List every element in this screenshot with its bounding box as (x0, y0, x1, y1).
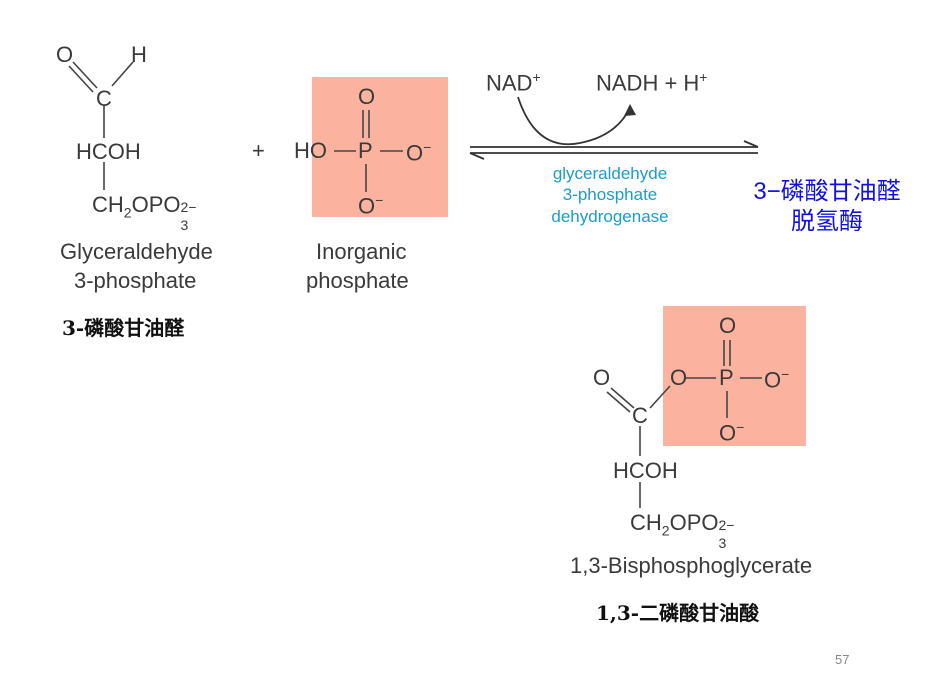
nad-plus: NAD+ (486, 69, 541, 96)
atom-o-minus: O− (406, 139, 432, 166)
cofactor-curved-arrow (517, 96, 631, 146)
atom-o: O (358, 84, 376, 109)
atom-o: O (593, 365, 611, 390)
atom-h: H (131, 42, 147, 67)
reactant1-chinese-name: 3-磷酸甘油醛 (62, 316, 185, 340)
atom-hcoh: HCOH (76, 139, 141, 164)
reactant1-name-line2: 3-phosphate (74, 268, 197, 293)
reactant1-name-line1: Glyceraldehyde (60, 239, 213, 264)
atom-o-minus: O− (719, 419, 745, 446)
reactant2-name-line1: Inorganic (316, 239, 407, 264)
page-number: 57 (835, 652, 850, 667)
atom-c: C (632, 403, 648, 428)
atom-o-minus: O− (358, 192, 384, 219)
nadh-h-plus: NADH + H+ (596, 69, 708, 96)
plus-sign: + (252, 138, 265, 163)
product-chinese-name: 1,3-二磷酸甘油酸 (596, 601, 760, 625)
atom-p: P (719, 365, 734, 390)
atom-hcoh: HCOH (613, 458, 678, 483)
product-phosphate-highlight-box (663, 306, 806, 446)
reactant2-name-line2: phosphate (306, 268, 409, 293)
atom-c: C (96, 86, 112, 111)
atom-o-minus: O− (764, 366, 790, 393)
product-name: 1,3-Bisphosphoglycerate (570, 553, 813, 578)
phosphate-highlight-box (312, 77, 448, 217)
equilibrium-arrow (469, 140, 759, 160)
atom-o: O (56, 42, 74, 67)
atom-p: P (358, 138, 373, 163)
atom-ho: HO (294, 138, 327, 163)
enzyme-label: glyceraldehyde 3-phosphate dehydrogenase (551, 164, 669, 226)
enzyme-chinese-label: 3−磷酸甘油醛 脱氢酶 (753, 178, 901, 235)
atom-o: O (719, 313, 737, 338)
atom-o-link: O (670, 365, 688, 390)
